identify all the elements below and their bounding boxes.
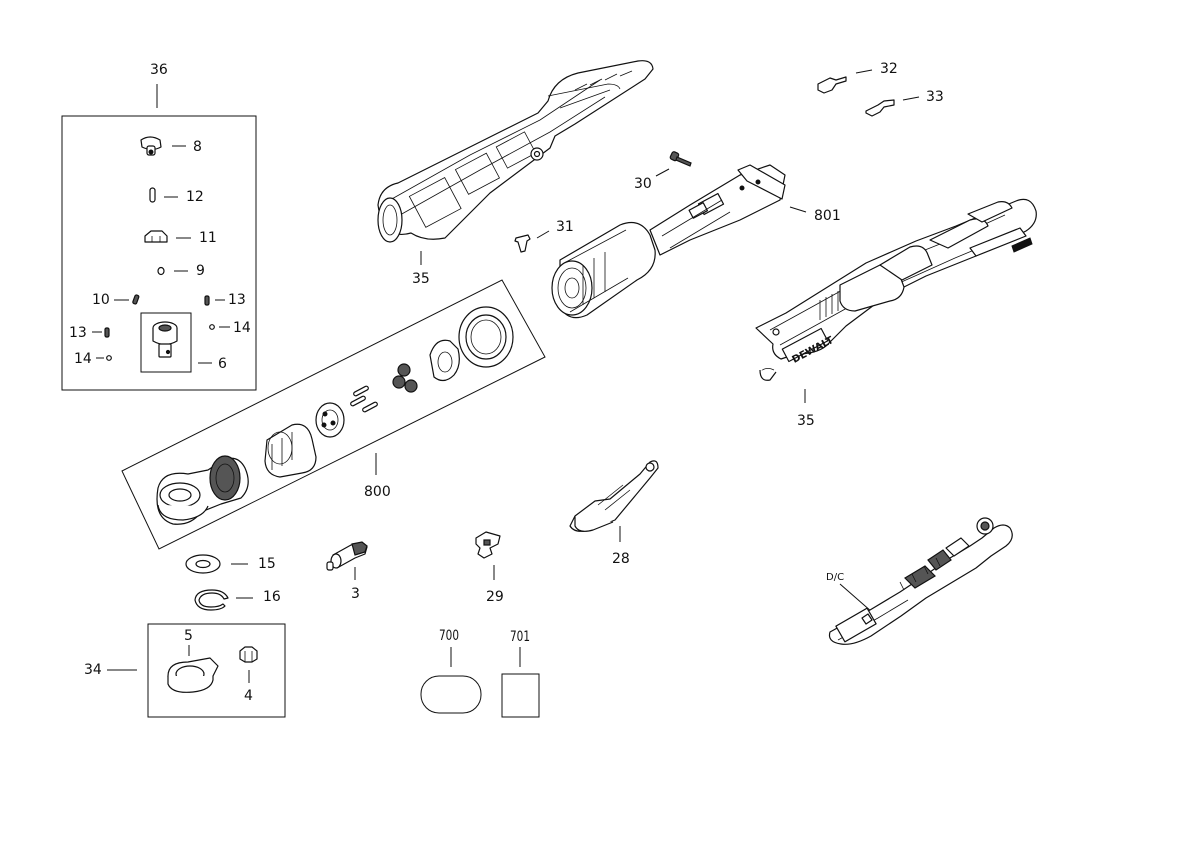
- label-31: 31: [556, 219, 574, 235]
- label-dc: D/C: [826, 572, 844, 583]
- label-8: 8: [193, 139, 202, 155]
- part-16-retaining-ring: [194, 589, 229, 611]
- part-28-trigger: [569, 460, 659, 532]
- label-13-b: 13: [69, 325, 87, 341]
- label-9: 9: [196, 263, 205, 279]
- part-12-pin: [149, 187, 156, 203]
- part-15-washer: [185, 554, 221, 574]
- part-14-ball-b: [106, 355, 112, 361]
- part-30-screw: [669, 151, 692, 167]
- label-13-a: 13: [228, 292, 246, 308]
- part-13-spring-a: [204, 295, 210, 306]
- part-33-clip: [865, 99, 895, 117]
- label-700: 700: [439, 628, 459, 644]
- part-32-clip: [817, 76, 847, 94]
- part-6-box: [140, 312, 192, 373]
- part-8-knob: [140, 136, 162, 156]
- part-6-anvil: [152, 321, 178, 358]
- label-801: 801: [814, 208, 841, 224]
- label-30: 30: [634, 176, 652, 192]
- label-34: 34: [84, 662, 102, 678]
- part-35-housing-half-right: DEWALT: [755, 198, 1037, 381]
- label-35-a: 35: [412, 271, 430, 287]
- part-701-label-sticker: [501, 673, 540, 718]
- part-29-bracket: [475, 531, 501, 559]
- label-15: 15: [258, 556, 276, 572]
- part-13-spring-b: [104, 327, 110, 338]
- label-800: 800: [364, 484, 391, 500]
- part-800-box: [121, 279, 546, 550]
- part-14-ball-a: [209, 324, 215, 330]
- label-14-a: 14: [233, 320, 251, 336]
- label-701: 701: [510, 629, 530, 645]
- label-3: 3: [351, 586, 360, 602]
- label-14-b: 14: [74, 351, 92, 367]
- kit-36-box: [61, 115, 257, 391]
- label-4: 4: [244, 688, 253, 704]
- label-6: 6: [218, 356, 227, 372]
- label-33: 33: [926, 89, 944, 105]
- kit-36-group: 36 8 12 11 9 10 13: [61, 62, 257, 391]
- part-700-label-sticker: [420, 675, 482, 714]
- part-801-motor-assembly: [551, 164, 786, 319]
- label-36: 36: [150, 62, 168, 78]
- part-11-nut: [144, 230, 168, 243]
- part-9-ball: [157, 266, 165, 276]
- part-10-spring: [132, 294, 140, 305]
- label-28: 28: [612, 551, 630, 567]
- label-12: 12: [186, 189, 204, 205]
- part-4-nut: [239, 646, 258, 663]
- dewalt-logo-plate: [781, 327, 829, 363]
- kit-34-box: [147, 623, 286, 718]
- assembled-tool-dc: [828, 517, 1013, 645]
- label-16: 16: [263, 589, 281, 605]
- label-11: 11: [199, 230, 217, 246]
- label-35-b: 35: [797, 413, 815, 429]
- label-5: 5: [184, 628, 193, 644]
- part-800-head-assembly: [156, 306, 514, 525]
- label-29: 29: [486, 589, 504, 605]
- label-32: 32: [880, 61, 898, 77]
- part-5-ratchet-ring: [167, 657, 219, 693]
- part-3-shaft: [326, 541, 368, 571]
- part-31-insert: [514, 234, 531, 253]
- label-10: 10: [92, 292, 110, 308]
- part-35-housing-half-left: [377, 60, 654, 243]
